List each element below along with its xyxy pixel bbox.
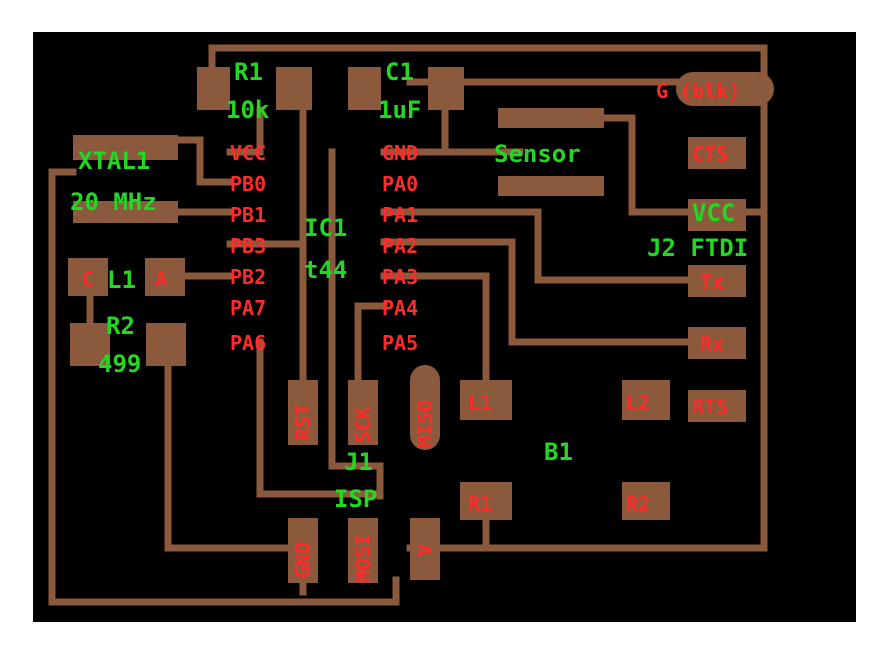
sensor-pad-2 [498, 176, 604, 196]
ic1-pin-pa2: PA2 [382, 234, 418, 258]
ic1-pin-vcc: VCC [230, 141, 266, 165]
b1-name: B1 [544, 438, 573, 466]
l1-pin-a: A [155, 267, 167, 291]
r1-name: R1 [234, 58, 263, 86]
isp-pin-miso: MISO [413, 400, 437, 448]
ic1-name: IC1 [304, 214, 347, 242]
ftdi-rx-pad [688, 327, 746, 359]
ic1-pin-pa5: PA5 [382, 331, 418, 355]
ic1-pin-pb3: PB3 [230, 234, 266, 258]
r2-pad-2 [146, 323, 186, 366]
isp-sck-pad [348, 380, 378, 445]
l1-pin-c: C [82, 267, 94, 291]
ic1-left-pins: VCC PB0 PB1 PB3 PB2 PA7 PA6 [230, 141, 266, 355]
b1-pin-l2: L2 [626, 391, 650, 415]
ic1-pin-pa0: PA0 [382, 172, 418, 196]
b1-l1-pad [460, 380, 512, 420]
c1-name: C1 [385, 58, 414, 86]
c1-pad-2 [428, 67, 464, 110]
ic1-pin-pb0: PB0 [230, 172, 266, 196]
ic1-value: t44 [304, 256, 347, 284]
b1-pad-labels: L1 L2 R1 R2 [468, 391, 650, 516]
xtal1-name: XTAL1 [78, 147, 150, 175]
ftdi-vcc-pad [688, 199, 746, 231]
copper-pads [68, 67, 774, 583]
ftdi-pin-vcc: VCC [692, 199, 735, 227]
isp-gnd-pad [288, 518, 318, 583]
isp-mosi-pad [348, 518, 378, 583]
b1-r2-pad [622, 482, 670, 520]
b1-pin-r1: R1 [468, 492, 492, 516]
xtal1-pad-bottom [73, 201, 178, 223]
b1-pin-l1: L1 [468, 391, 492, 415]
xtal1-value: 20 MHz [70, 188, 157, 216]
ftdi-pin-rts: RTS [692, 395, 728, 419]
b1-pin-v: V [413, 544, 437, 556]
ftdi-tx-pad [688, 265, 746, 297]
ftdi-pin-cts: CTS [692, 142, 728, 166]
r1-value: 10k [226, 96, 270, 124]
ic1-pin-pa3: PA3 [382, 265, 418, 289]
ftdi-rts-pad [688, 390, 746, 422]
r1-pad-1 [197, 67, 230, 110]
isp-pin-labels: RST SCK MISO GND MOSI V [291, 400, 437, 582]
l1-name: L1 [107, 266, 136, 294]
ic1-pin-pa4: PA4 [382, 296, 418, 320]
ftdi-pin-gnd: G (blk) [656, 79, 740, 103]
ftdi-pin-labels: G (blk) CTS Tx Rx RTS [656, 79, 740, 419]
silkscreen-labels: R1 10k C1 1uF XTAL1 20 MHz IC1 t44 L1 R2… [70, 58, 748, 513]
isp-miso-pad [410, 365, 440, 450]
r2-value: 499 [98, 350, 141, 378]
j1-name: J1 [344, 448, 373, 476]
sensor-pad-1 [498, 108, 604, 128]
r1-pad-2 [276, 67, 312, 110]
isp-pin-mosi: MOSI [351, 534, 375, 582]
ftdi-pin-rx: Rx [700, 332, 724, 356]
ic1-pin-pb2: PB2 [230, 265, 266, 289]
ic1-right-pins: GND PA0 PA1 PA2 PA3 PA4 PA5 [382, 141, 418, 355]
r2-pad-1 [70, 323, 110, 366]
ftdi-pin-tx: Tx [700, 270, 724, 294]
isp-pin-rst: RST [291, 404, 315, 440]
l1-pad-a [145, 258, 185, 296]
ic1-pin-pa7: PA7 [230, 296, 266, 320]
r2-name: R2 [106, 312, 135, 340]
b1-v-pad [410, 518, 440, 580]
ic1-pin-pa6: PA6 [230, 331, 266, 355]
ftdi-gnd-pad [676, 72, 774, 106]
isp-rst-pad [288, 380, 318, 445]
j1-value: ISP [334, 485, 377, 513]
xtal1-pad-top [73, 135, 178, 160]
isp-pin-sck: SCK [351, 407, 375, 443]
b1-pin-r2: R2 [626, 492, 650, 516]
b1-r1-pad [460, 482, 512, 520]
ic1-pin-pa1: PA1 [382, 203, 418, 227]
ftdi-cts-pad [688, 137, 746, 169]
ic1-pin-gnd: GND [382, 141, 418, 165]
sensor-name: Sensor [494, 140, 581, 168]
l1-pad-c [68, 258, 108, 296]
b1-l2-pad [622, 380, 670, 420]
j2-name: J2 FTDI [647, 234, 748, 262]
c1-value: 1uF [378, 96, 421, 124]
isp-pin-gnd: GND [291, 542, 315, 578]
ic1-pin-pb1: PB1 [230, 203, 266, 227]
c1-pad-1 [348, 67, 381, 110]
